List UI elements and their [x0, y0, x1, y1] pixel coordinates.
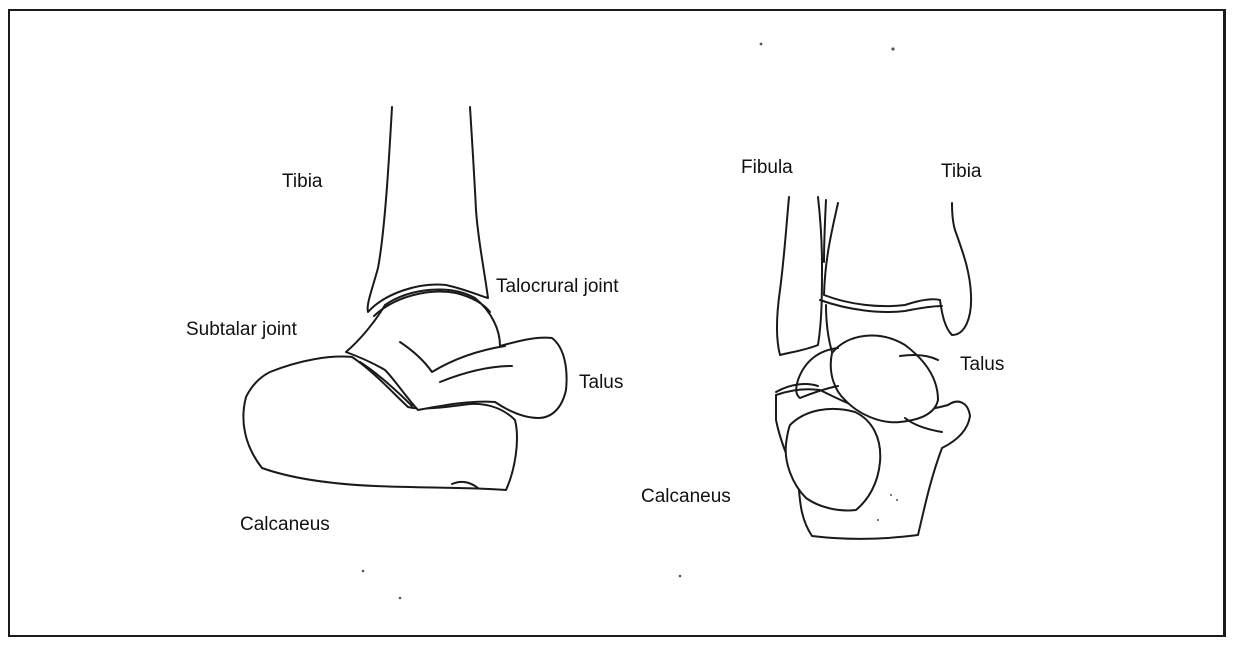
- label-posterior-talus: Talus: [960, 355, 1004, 374]
- lateral-tibia-bone: [368, 107, 488, 312]
- label-subtalar-joint: Subtalar joint: [186, 320, 297, 339]
- label-posterior-fibula: Fibula: [741, 158, 793, 177]
- posterior-fibula-inner-line: [824, 200, 826, 262]
- label-lateral-calcaneus: Calcaneus: [240, 515, 330, 534]
- posterior-mortise-line: [826, 305, 832, 352]
- label-talocrural-joint: Talocrural joint: [496, 277, 619, 296]
- label-lateral-talus: Talus: [579, 373, 623, 392]
- posterior-fibula-bone: [777, 197, 822, 355]
- lateral-talus-bone: [346, 290, 567, 418]
- label-posterior-tibia: Tibia: [941, 162, 981, 181]
- label-lateral-tibia: Tibia: [282, 172, 322, 191]
- posterior-tibia-bone: [824, 203, 971, 335]
- label-posterior-calcaneus: Calcaneus: [641, 487, 731, 506]
- lateral-view: [243, 107, 566, 490]
- posterior-view: [776, 197, 971, 539]
